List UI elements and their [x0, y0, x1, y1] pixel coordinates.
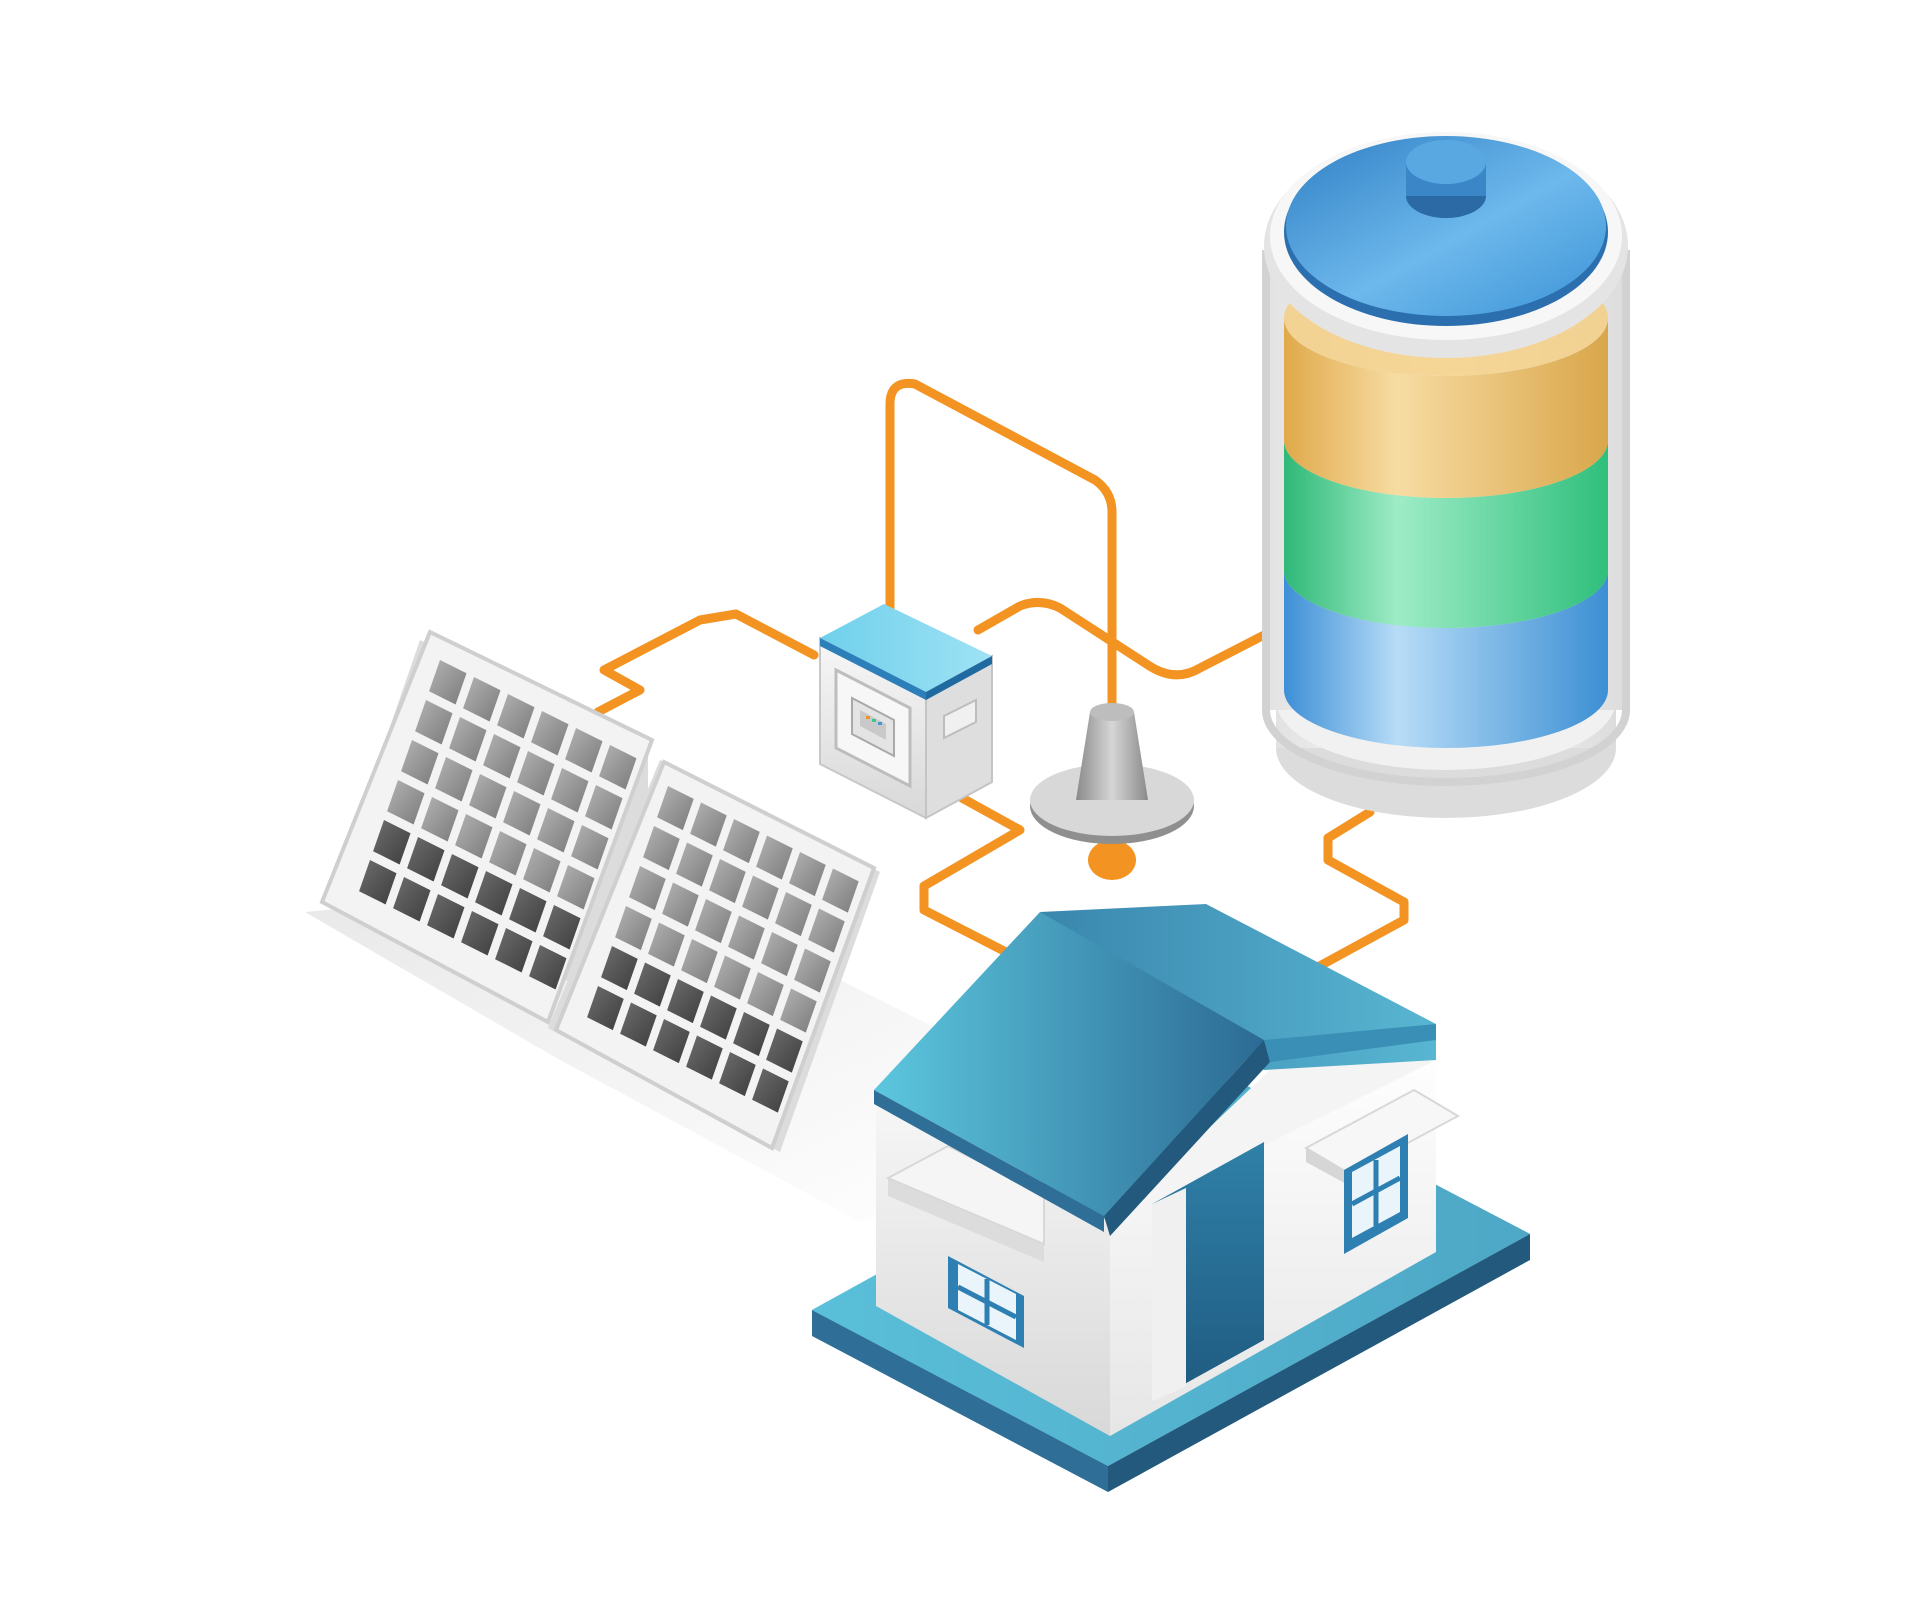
solar-cell — [441, 854, 479, 899]
solar-cell — [681, 939, 718, 984]
solar-panel-icon — [548, 759, 880, 1152]
solar-cell — [537, 808, 575, 853]
solar-cell — [789, 852, 826, 897]
solar-cell — [551, 768, 589, 813]
solar-cell — [483, 734, 521, 779]
solar-cell — [601, 946, 638, 991]
solar-cell — [657, 786, 694, 831]
solar-cell — [359, 860, 397, 905]
solar-cell — [615, 906, 652, 951]
solar-cell — [469, 774, 507, 819]
solar-cell — [435, 757, 473, 802]
ceiling-lamp-icon — [1030, 703, 1194, 880]
solar-cell — [599, 745, 637, 790]
solar-cell — [517, 751, 555, 796]
solar-cell — [543, 905, 581, 950]
solar-cell — [620, 1002, 657, 1047]
solar-cell — [475, 871, 513, 916]
solar-cell — [733, 1012, 770, 1057]
solar-cell — [449, 717, 487, 762]
cable-inverter-to-battery — [973, 598, 1275, 680]
solar-cell — [752, 1068, 789, 1113]
solar-cell — [653, 1019, 690, 1064]
solar-cell — [648, 922, 685, 967]
solar-cell — [503, 791, 541, 836]
solar-cell — [643, 826, 680, 871]
solar-cell — [808, 908, 845, 953]
solar-panel-array — [305, 629, 1000, 1222]
cable-inverter-to-lamp — [885, 378, 1117, 717]
solar-cell — [780, 988, 817, 1033]
solar-cell — [571, 825, 609, 870]
solar-cell — [509, 888, 547, 933]
cable-battery-to-house — [1311, 807, 1409, 973]
solar-cell — [794, 948, 831, 993]
solar-cell — [676, 842, 713, 887]
solar-cell — [529, 945, 567, 990]
solar-cell — [695, 899, 732, 944]
solar-cell — [714, 955, 751, 1000]
solar-cell — [373, 820, 411, 865]
solar-cell — [709, 859, 746, 904]
solar-cell — [455, 814, 493, 859]
solar-cell — [387, 780, 425, 825]
solar-cell — [662, 882, 699, 927]
roof-right — [1040, 904, 1436, 1070]
solar-cell — [415, 700, 453, 745]
inverter-box-icon — [819, 604, 993, 820]
solar-cell — [463, 677, 501, 722]
solar-cell — [531, 711, 569, 756]
solar-cell — [585, 785, 623, 830]
solar-cell — [690, 802, 727, 847]
solar-cell — [634, 962, 671, 1007]
solar-cell — [667, 979, 704, 1024]
solar-cell — [822, 868, 859, 913]
solar-cell — [461, 911, 499, 956]
solar-cell — [497, 694, 535, 739]
solar-cell — [728, 915, 765, 960]
solar-cell — [523, 848, 561, 893]
solar-cell — [495, 928, 533, 973]
solar-cell — [761, 932, 798, 977]
solar-cell — [429, 660, 467, 705]
battery-icon — [1262, 132, 1630, 818]
window-left — [885, 1144, 1045, 1348]
solar-cell — [489, 831, 527, 876]
power-cable-icon — [593, 378, 1409, 973]
solar-cell — [421, 797, 459, 842]
solar-cell — [747, 972, 784, 1017]
solar-cell — [723, 819, 760, 864]
solar-cell — [565, 728, 603, 773]
solar-cell — [742, 875, 779, 920]
solar-cell — [756, 835, 793, 880]
solar-cell — [766, 1028, 803, 1073]
solar-cell — [719, 1052, 756, 1097]
house-icon — [812, 904, 1530, 1492]
solar-cell — [629, 866, 666, 911]
cable-panel-to-inverter — [593, 609, 819, 717]
solar-cell — [407, 837, 445, 882]
solar-cell — [393, 877, 431, 922]
solar-cell — [686, 1035, 723, 1080]
solar-cell — [427, 894, 465, 939]
solar-cell — [700, 995, 737, 1040]
window-right — [1303, 1088, 1461, 1254]
roof-left — [874, 912, 1264, 1216]
solar-cell — [557, 865, 595, 910]
cable-inverter-to-house — [919, 793, 1025, 957]
solar-cell — [401, 740, 439, 785]
solar-cell — [587, 986, 624, 1031]
solar-cell — [775, 892, 812, 937]
solar-panel-icon — [319, 629, 655, 1025]
